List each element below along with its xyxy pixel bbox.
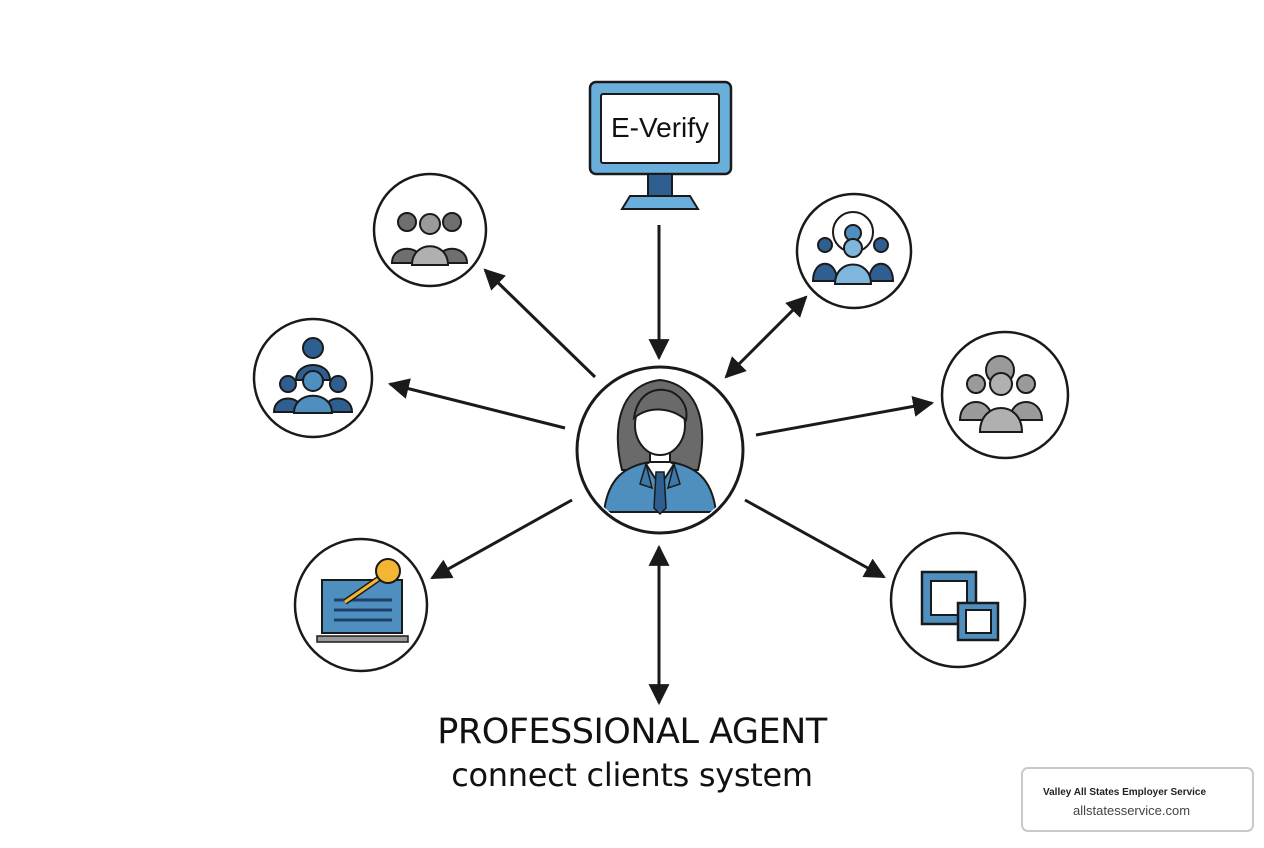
presentation-node (293, 537, 429, 673)
arrow-agent-to-windows (744, 498, 886, 579)
watermark-box: Valley All States Employer Service allst… (1021, 767, 1254, 832)
arrow-agent-to-team-gray-right (755, 396, 935, 437)
team-gray-node (372, 172, 488, 288)
connector-arrows (387, 225, 935, 706)
caption-subtitle: connect clients system (451, 756, 813, 794)
team-gray-right-node (940, 330, 1070, 460)
arrow-agent-to-team-gray (483, 268, 597, 379)
agent-hub-node (575, 365, 745, 535)
team-blue-stack-node (252, 317, 374, 439)
windows-node (889, 531, 1027, 669)
support-team-icon (811, 211, 895, 285)
watermark-company-name: Valley All States Employer Service (1043, 787, 1207, 798)
team-support-node (795, 192, 913, 310)
monitor-label: E-Verify (611, 112, 709, 143)
arrow-agent-team-support (724, 295, 808, 379)
people-group-icon (390, 212, 469, 266)
people-group-icon (958, 355, 1044, 433)
watermark-url: allstatesservice.com (1073, 803, 1191, 818)
windows-icon (920, 570, 1000, 642)
e-verify-monitor: E-Verify (588, 80, 733, 210)
arrow-agent-to-presentation (430, 498, 573, 580)
professional-agent-icon (602, 378, 718, 516)
caption-title: PROFESSIONAL AGENT (437, 712, 827, 752)
presentation-screen-icon (316, 558, 409, 643)
people-hierarchy-icon (272, 337, 354, 414)
arrow-agent-to-team-blue-stack (387, 378, 566, 430)
